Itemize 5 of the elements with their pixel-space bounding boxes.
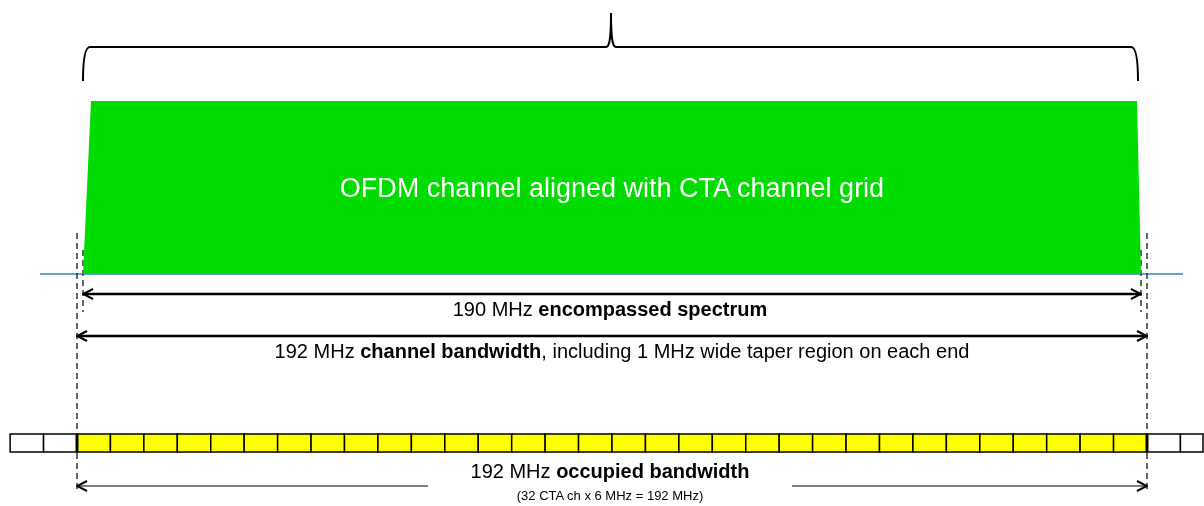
dimension-label: 192 MHz channel bandwidth, including 1 MHz wide taper region on each end — [274, 340, 970, 363]
channel-label: OFDM channel aligned with CTA channel grid — [338, 172, 886, 203]
formula-note: (32 CTA ch x 6 MHz = 192 MHz) — [516, 488, 704, 503]
dimension-label: 192 MHz occupied bandwidth — [470, 460, 750, 483]
dimension-label: 190 MHz encompassed spectrum — [452, 298, 768, 321]
